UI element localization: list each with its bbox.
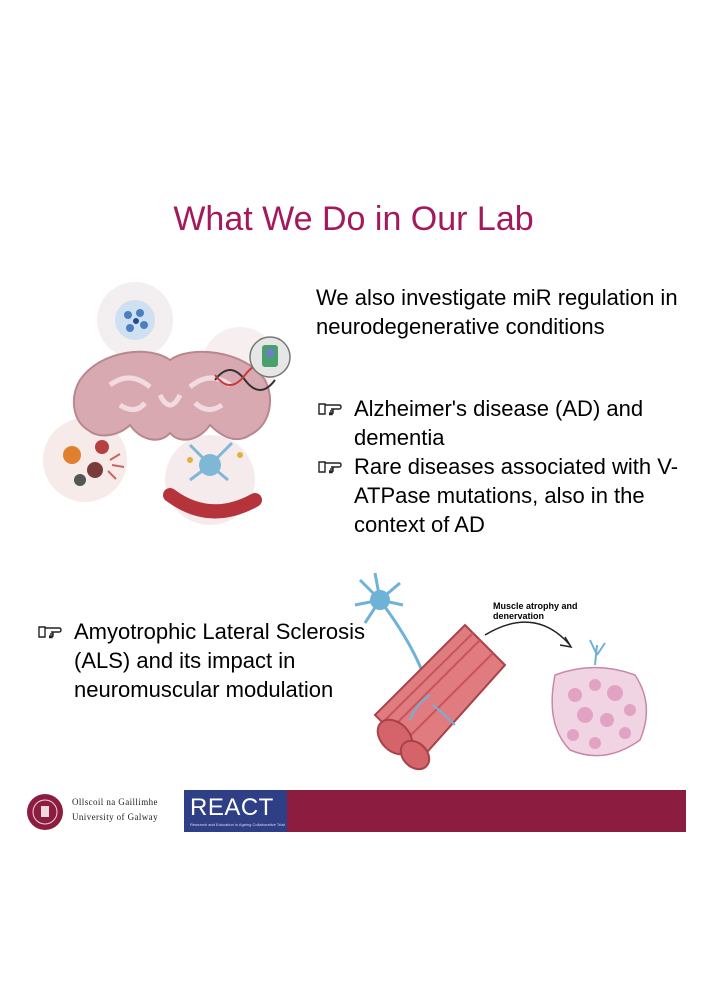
arrow-icon <box>484 621 571 646</box>
figure-label: Muscle atrophy and denervation <box>493 601 578 621</box>
pointing-hand-icon <box>318 461 342 474</box>
als-bullet-list: Amyotrophic Lateral Sclerosis (ALS) and … <box>38 617 368 704</box>
intro-text: We also investigate miR regulation in ne… <box>316 285 678 339</box>
list-item: Alzheimer's disease (AD) and dementia <box>318 394 698 452</box>
muscle-fiber-bundle <box>373 623 507 771</box>
react-logo-box <box>184 790 287 832</box>
university-name-irish: Ollscoil na Gaillimhe <box>72 797 158 807</box>
brain-illustration <box>43 282 291 525</box>
list-item: Rare diseases associated with V-ATPase m… <box>318 452 698 539</box>
atrophied-muscle-section <box>551 639 648 757</box>
page-title: What We Do in Our Lab <box>173 200 534 238</box>
pointing-hand-icon <box>38 626 62 639</box>
bullet-text: Alzheimer's disease (AD) and dementia <box>354 396 644 450</box>
university-seal-logo <box>27 794 63 830</box>
pointing-hand-icon <box>318 403 342 416</box>
react-tagline: Research and Education in Ageing Collabo… <box>190 822 285 827</box>
react-logo: REACT <box>190 794 274 821</box>
bullet-text: Rare diseases associated with V-ATPase m… <box>354 454 679 537</box>
list-item: Amyotrophic Lateral Sclerosis (ALS) and … <box>38 617 368 704</box>
bullet-list: Alzheimer's disease (AD) and dementia Ra… <box>318 394 698 539</box>
muscle-illustration <box>354 572 648 771</box>
university-name-english: University of Galway <box>72 812 158 822</box>
cell-circle-bottom-left <box>43 418 127 502</box>
bullet-text: Amyotrophic Lateral Sclerosis (ALS) and … <box>74 619 366 702</box>
